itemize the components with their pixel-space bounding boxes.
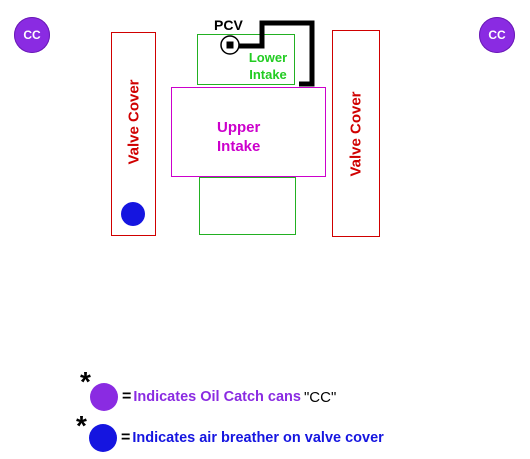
legend-catch-can-row: = Indicates Oil Catch cans "CC" bbox=[90, 383, 336, 411]
legend-equals-2: = bbox=[121, 429, 131, 446]
valve-cover-right: Valve Cover bbox=[332, 30, 380, 237]
legend-equals-1: = bbox=[122, 388, 132, 405]
pcv-valve-center bbox=[226, 41, 234, 49]
catch-can-left-label: CC bbox=[23, 28, 41, 42]
pcv-label: PCV bbox=[214, 17, 243, 33]
legend-catch-can-icon bbox=[90, 383, 118, 411]
lower-intake-label: Lower Intake bbox=[248, 50, 288, 82]
upper-intake-label: Upper Intake bbox=[217, 119, 261, 155]
legend-catch-can-text: Indicates Oil Catch cans bbox=[133, 389, 301, 405]
legend-star-2: * bbox=[76, 410, 87, 441]
legend-catch-can-quote: "CC" bbox=[303, 388, 337, 406]
legend-breather-row: = Indicates air breather on valve cover bbox=[89, 424, 384, 452]
lower-intake-box-top bbox=[197, 34, 295, 85]
air-breather-dot bbox=[121, 202, 145, 226]
catch-can-right: CC bbox=[479, 17, 515, 53]
legend-star-1: * bbox=[80, 366, 91, 397]
legend-breather-text: Indicates air breather on valve cover bbox=[132, 430, 384, 446]
upper-intake-box bbox=[171, 87, 326, 177]
catch-can-left: CC bbox=[14, 17, 50, 53]
lower-intake-box-bottom bbox=[199, 177, 296, 235]
catch-can-right-label: CC bbox=[488, 28, 506, 42]
legend-breather-icon bbox=[89, 424, 117, 452]
